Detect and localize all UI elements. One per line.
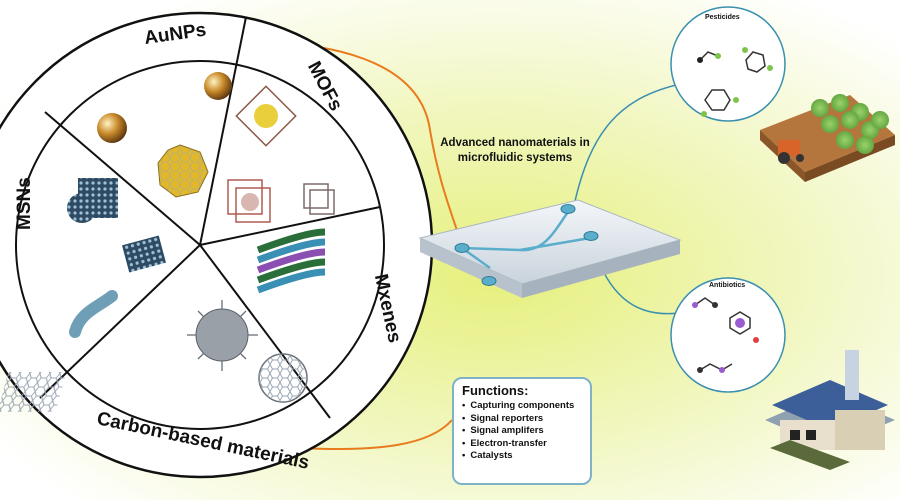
connector-bottom [299,419,453,451]
aunps-illustration [97,72,232,198]
functions-title: Functions: [462,383,529,398]
connector-pesticides [572,81,691,211]
segment-label-msns: MSNs [14,177,35,230]
nanomaterials-wheel: AuNPs MOFs Mxenes Carbon-based materials… [0,11,434,479]
functions-list: Capturing components Signal reporters Si… [462,400,582,463]
antibiotics-panel: Antibiotics [670,277,895,470]
antibiotics-bubble [670,277,786,393]
pesticides-label: Pesticides [705,14,740,21]
msns-illustration [67,178,166,338]
carbon-illustration [0,300,308,412]
function-item: Catalysts [462,450,582,463]
function-item: Signal amplifers [462,425,582,438]
mxenes-illustration [256,228,326,294]
function-item: Capturing components [462,400,582,413]
pesticides-bubble [670,6,786,122]
antibiotics-label: Antibiotics [709,282,745,289]
functions-box: Functions: Capturing components Signal r… [452,377,592,485]
microfluidic-chip [418,199,682,298]
mofs-illustration [227,85,335,223]
pesticides-panel: Pesticides [670,6,895,182]
tractor [778,140,800,156]
center-title: Advanced nanomaterials in microfluidic s… [440,137,590,164]
function-item: Electron-transfer [462,438,582,451]
dairy-farm [765,350,895,470]
function-item: Signal reporters [462,413,582,426]
